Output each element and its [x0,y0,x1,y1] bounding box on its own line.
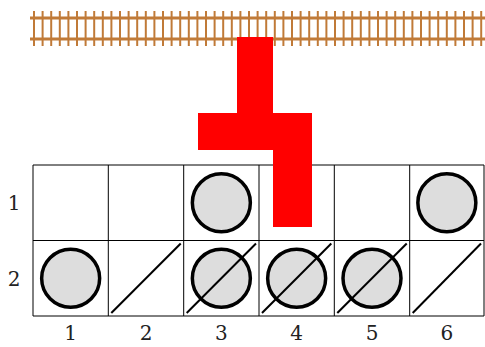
track-tie [429,11,431,46]
column-number: 3 [215,323,228,343]
track-tie [308,11,310,46]
tokens [42,174,481,313]
track-tie [179,11,181,46]
track-tie [480,11,482,46]
track-tie [386,11,388,46]
track-tie [300,11,302,46]
track-tie [162,11,164,46]
track-tie [93,11,95,46]
track-tie [437,11,439,46]
track-tie [85,11,87,46]
track-tie [325,11,327,46]
track-tie [282,11,284,46]
column-number: 2 [140,323,153,343]
track-tie [188,11,190,46]
track-tie [317,11,319,46]
track-tie [205,11,207,46]
track-tie [454,11,456,46]
track-tie [446,11,448,46]
slash-mark [262,244,331,314]
track-tie [153,11,155,46]
track-tie [33,11,35,46]
grid-line [33,240,484,241]
track-tie [42,11,44,46]
red-piece [198,37,312,227]
slash-mark [187,244,256,314]
track-tie [334,11,336,46]
track-tie [420,11,422,46]
track-tie [222,11,224,46]
row-number: 1 [8,193,21,213]
track-tie [472,11,474,46]
track-tie [196,11,198,46]
slash-mark [337,244,406,314]
column-number: 4 [290,323,303,343]
track-tie [274,11,276,46]
circle-token [192,174,250,232]
track-tie [59,11,61,46]
track-tie [119,11,121,46]
column-number: 5 [366,323,379,343]
column-number: 1 [64,323,77,343]
track-tie [411,11,413,46]
track-tie [136,11,138,46]
track-tie [214,11,216,46]
column-number: 6 [440,323,453,343]
grid [33,165,484,316]
track-tie [110,11,112,46]
row-number: 2 [8,269,21,289]
track-tie [394,11,396,46]
track-tie [351,11,353,46]
slash-mark [413,244,481,314]
track-tie [377,11,379,46]
track-tie [360,11,362,46]
circle-token [42,249,100,307]
circle-token [418,174,476,232]
grid-line [33,165,484,166]
track-tie [128,11,130,46]
track-tie [403,11,405,46]
track-tie [171,11,173,46]
track-tie [291,11,293,46]
grid-line [33,316,484,317]
track-tie [145,11,147,46]
track-tie [76,11,78,46]
slash-mark [111,244,180,314]
rail [30,17,485,20]
track-tie [343,11,345,46]
track-tie [368,11,370,46]
track-tie [231,11,233,46]
track-tie [67,11,69,46]
track-tie [463,11,465,46]
track-tie [102,11,104,46]
track-tie [50,11,52,46]
